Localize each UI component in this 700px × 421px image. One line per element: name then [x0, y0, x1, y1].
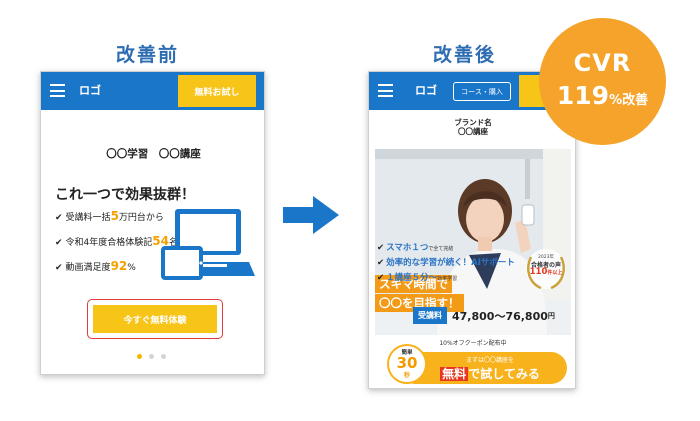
carousel-dot[interactable]: [161, 354, 166, 359]
carousel-dot[interactable]: [149, 354, 154, 359]
arrow-right-icon: [283, 196, 339, 234]
testimonial-laurel-badge: 2023年 合格者の声 110件以上: [523, 247, 569, 291]
before-logo: ロゴ: [79, 84, 101, 97]
before-phone-screen: ロゴ 無料お試し 〇〇学習 〇〇講座 これ一つで効果抜群！ ✔受講料一括5万円台…: [40, 71, 265, 375]
after-heading: 改善後: [433, 44, 497, 66]
carousel-dot-active[interactable]: [137, 354, 142, 359]
hamburger-menu-icon[interactable]: [50, 84, 65, 97]
fee-label-badge: 受講料: [413, 307, 447, 324]
coupon-text: 10%オフクーポン配布中: [439, 340, 507, 347]
free-trial-cta-button[interactable]: 今すぐ無料体験: [93, 305, 217, 333]
cvr-suffix: %改善: [609, 93, 649, 108]
before-course-title: 〇〇学習 〇〇講座: [106, 148, 201, 160]
fee-unit: 円: [547, 311, 555, 320]
before-check-item: ✔令和4年度合格体験記54名: [55, 234, 178, 248]
fee-range: 47,800～76,800: [452, 309, 548, 323]
feature-item: ✔スマホ１つで全て完結: [377, 243, 454, 253]
fee-row: 受講料 47,800～76,800 円: [413, 307, 555, 324]
after-title-block: ブランド名 〇〇講座: [369, 118, 575, 137]
cta-highlight-frame: [87, 299, 223, 339]
brand-name: ブランド名: [454, 118, 492, 127]
after-logo: ロゴ: [415, 84, 437, 97]
laptop-tablet-illustration-icon: [161, 209, 255, 280]
course-purchase-button[interactable]: コース・購入: [453, 82, 511, 101]
feature-item: ✔１講座５分～効率学習: [377, 273, 458, 283]
course-name: 〇〇講座: [458, 127, 488, 137]
check-icon: ✔: [55, 238, 63, 248]
cvr-value: 119: [556, 81, 610, 110]
timer-circle-badge: 簡単 30 秒: [387, 344, 427, 384]
check-icon: ✔: [55, 263, 63, 273]
feature-item: ✔効率的な学習が続く！AIサポート: [377, 258, 515, 268]
cvr-title: CVR: [573, 49, 632, 77]
hero-photo: スキマ時間で 〇〇を目指す！: [375, 149, 571, 335]
try-free-cta-button[interactable]: まずは〇〇講座を 無料で試してみる: [399, 352, 567, 384]
before-header-bar: ロゴ 無料お試し: [41, 72, 264, 110]
free-trial-button[interactable]: 無料お試し: [178, 75, 256, 107]
hamburger-menu-icon[interactable]: [378, 84, 393, 97]
before-check-item: ✔受講料一括5万円台から: [55, 209, 164, 223]
check-icon: ✔: [55, 213, 63, 223]
check-icon: ✔: [377, 258, 385, 268]
before-check-item: ✔動画満足度92%: [55, 259, 136, 273]
before-headline: これ一つで効果抜群！: [55, 187, 195, 203]
laurel-wreath-icon: [526, 249, 566, 290]
after-phone-screen: ロゴ コース・購入 ブランド名 〇〇講座 スキマ時間で 〇〇を目指す！ ✔スマホ…: [368, 71, 576, 389]
cvr-improvement-badge: CVR 119%改善: [539, 18, 666, 145]
before-heading: 改善前: [116, 44, 180, 66]
check-icon: ✔: [377, 273, 385, 283]
woman-studying-photo-icon: [375, 149, 571, 335]
check-icon: ✔: [377, 243, 385, 253]
hero-banner-line1: スキマ時間で: [375, 275, 452, 293]
